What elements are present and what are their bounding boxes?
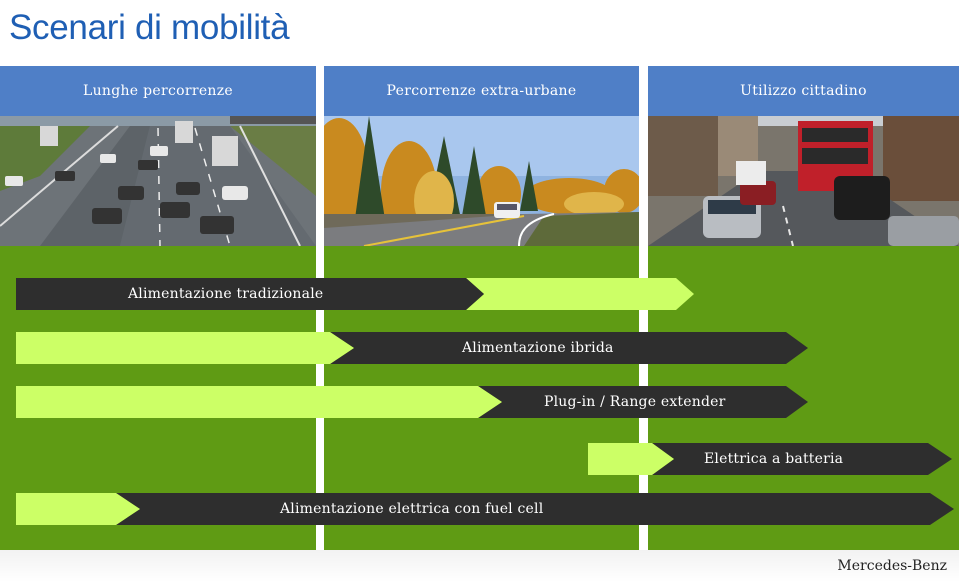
bar-plugin-arrows <box>16 386 808 418</box>
bar-label: Elettrica a batteria <box>704 451 844 467</box>
bar-label: Alimentazione tradizionale <box>128 286 324 302</box>
column-header-long-distance: Lunghe percorrenze <box>0 66 316 116</box>
photo-city-street <box>648 116 959 246</box>
bar-fuel-cell-arrows <box>16 493 954 525</box>
page-title: Scenari di mobilità <box>9 8 290 47</box>
column-header-label: Utilizzo cittadino <box>740 83 867 99</box>
bar-battery-electric-arrows <box>588 443 952 475</box>
column-header-label: Percorrenze extra-urbane <box>386 83 577 99</box>
photo-forest-road <box>324 116 639 246</box>
bar-hybrid-arrows <box>16 332 808 364</box>
bar-fuel-cell: Alimentazione elettrica con fuel cell <box>16 493 954 525</box>
bar-plugin: Plug-in / Range extender <box>16 386 808 418</box>
bar-traditional: Alimentazione tradizionale <box>16 278 694 310</box>
bar-traditional-arrows <box>16 278 694 310</box>
photo-highway <box>0 116 316 246</box>
bar-battery-electric: Elettrica a batteria <box>588 443 952 475</box>
bar-label: Plug-in / Range extender <box>544 394 726 410</box>
column-header-city: Utilizzo cittadino <box>648 66 959 116</box>
bar-hybrid: Alimentazione ibrida <box>16 332 808 364</box>
bar-label: Alimentazione ibrida <box>462 340 614 356</box>
column-header-extra-urban: Percorrenze extra-urbane <box>324 66 639 116</box>
bar-label: Alimentazione elettrica con fuel cell <box>280 501 544 517</box>
brand-logo-text: Mercedes-Benz <box>837 558 947 574</box>
column-header-label: Lunghe percorrenze <box>82 83 233 99</box>
footer-strip <box>0 550 959 582</box>
